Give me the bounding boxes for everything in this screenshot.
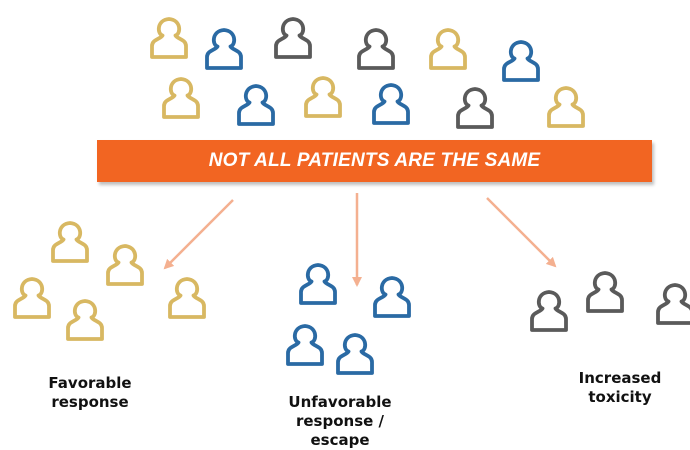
person-icon bbox=[66, 299, 104, 341]
person-icon bbox=[205, 28, 243, 70]
person-icon bbox=[237, 84, 275, 126]
unfavorable-label: Unfavorable response / escape bbox=[288, 393, 392, 449]
arrows bbox=[163, 193, 557, 287]
person-icon bbox=[162, 77, 200, 119]
person-icon bbox=[373, 276, 411, 318]
person-icon bbox=[456, 87, 494, 129]
person-icon bbox=[274, 17, 312, 59]
toxicity-label: Increased toxicity bbox=[578, 369, 662, 406]
arrow-left bbox=[163, 199, 234, 270]
person-icon bbox=[656, 283, 690, 325]
favorable-label: Favorable response bbox=[48, 374, 132, 411]
title-banner: NOT ALL PATIENTS ARE THE SAME bbox=[97, 140, 652, 182]
person-icon bbox=[168, 277, 206, 319]
person-icon bbox=[304, 76, 342, 118]
person-icon bbox=[502, 40, 540, 82]
top-crowd bbox=[150, 17, 585, 129]
arrow-right bbox=[486, 197, 557, 268]
person-icon bbox=[150, 17, 188, 59]
toxicity-group bbox=[530, 271, 690, 332]
person-icon bbox=[586, 271, 624, 313]
person-icon bbox=[547, 86, 585, 128]
person-icon bbox=[429, 28, 467, 70]
unfavorable-group bbox=[286, 263, 411, 375]
person-icon bbox=[286, 324, 324, 366]
person-icon bbox=[13, 277, 51, 319]
person-icon bbox=[106, 244, 144, 286]
person-icon bbox=[530, 290, 568, 332]
person-icon bbox=[299, 263, 337, 305]
person-icon bbox=[372, 83, 410, 125]
banner-text: NOT ALL PATIENTS ARE THE SAME bbox=[208, 150, 541, 171]
person-icon bbox=[51, 221, 89, 263]
favorable-group bbox=[13, 221, 206, 341]
person-icon bbox=[357, 28, 395, 70]
person-icon bbox=[336, 333, 374, 375]
